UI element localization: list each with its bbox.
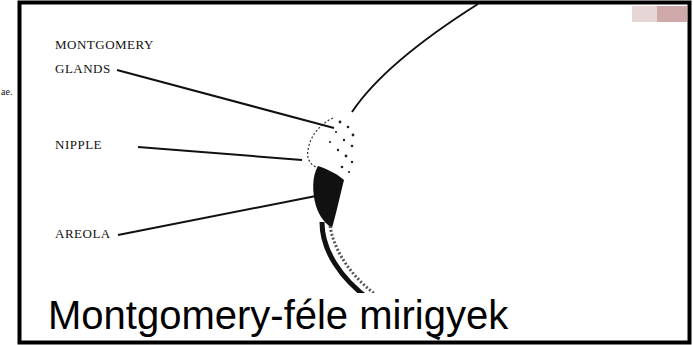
leader-line [118, 196, 316, 235]
breast-contour [352, 4, 478, 112]
areola-shade [313, 166, 344, 228]
corner-patch [632, 6, 657, 22]
nipple-outline [308, 118, 333, 168]
corner-patch [632, 6, 687, 22]
leader-line [117, 70, 334, 128]
frame [20, 3, 690, 343]
part-label: AREOLA [55, 222, 145, 246]
edge-fragment: ae. [1, 86, 17, 98]
caption: Montgomery-féle mirigyek [44, 293, 512, 337]
contour-shading [330, 226, 380, 298]
leader-line [138, 147, 302, 160]
part-label: NIPPLE [55, 133, 145, 157]
part-label: MONTGOMERY GLANDS [55, 33, 155, 81]
